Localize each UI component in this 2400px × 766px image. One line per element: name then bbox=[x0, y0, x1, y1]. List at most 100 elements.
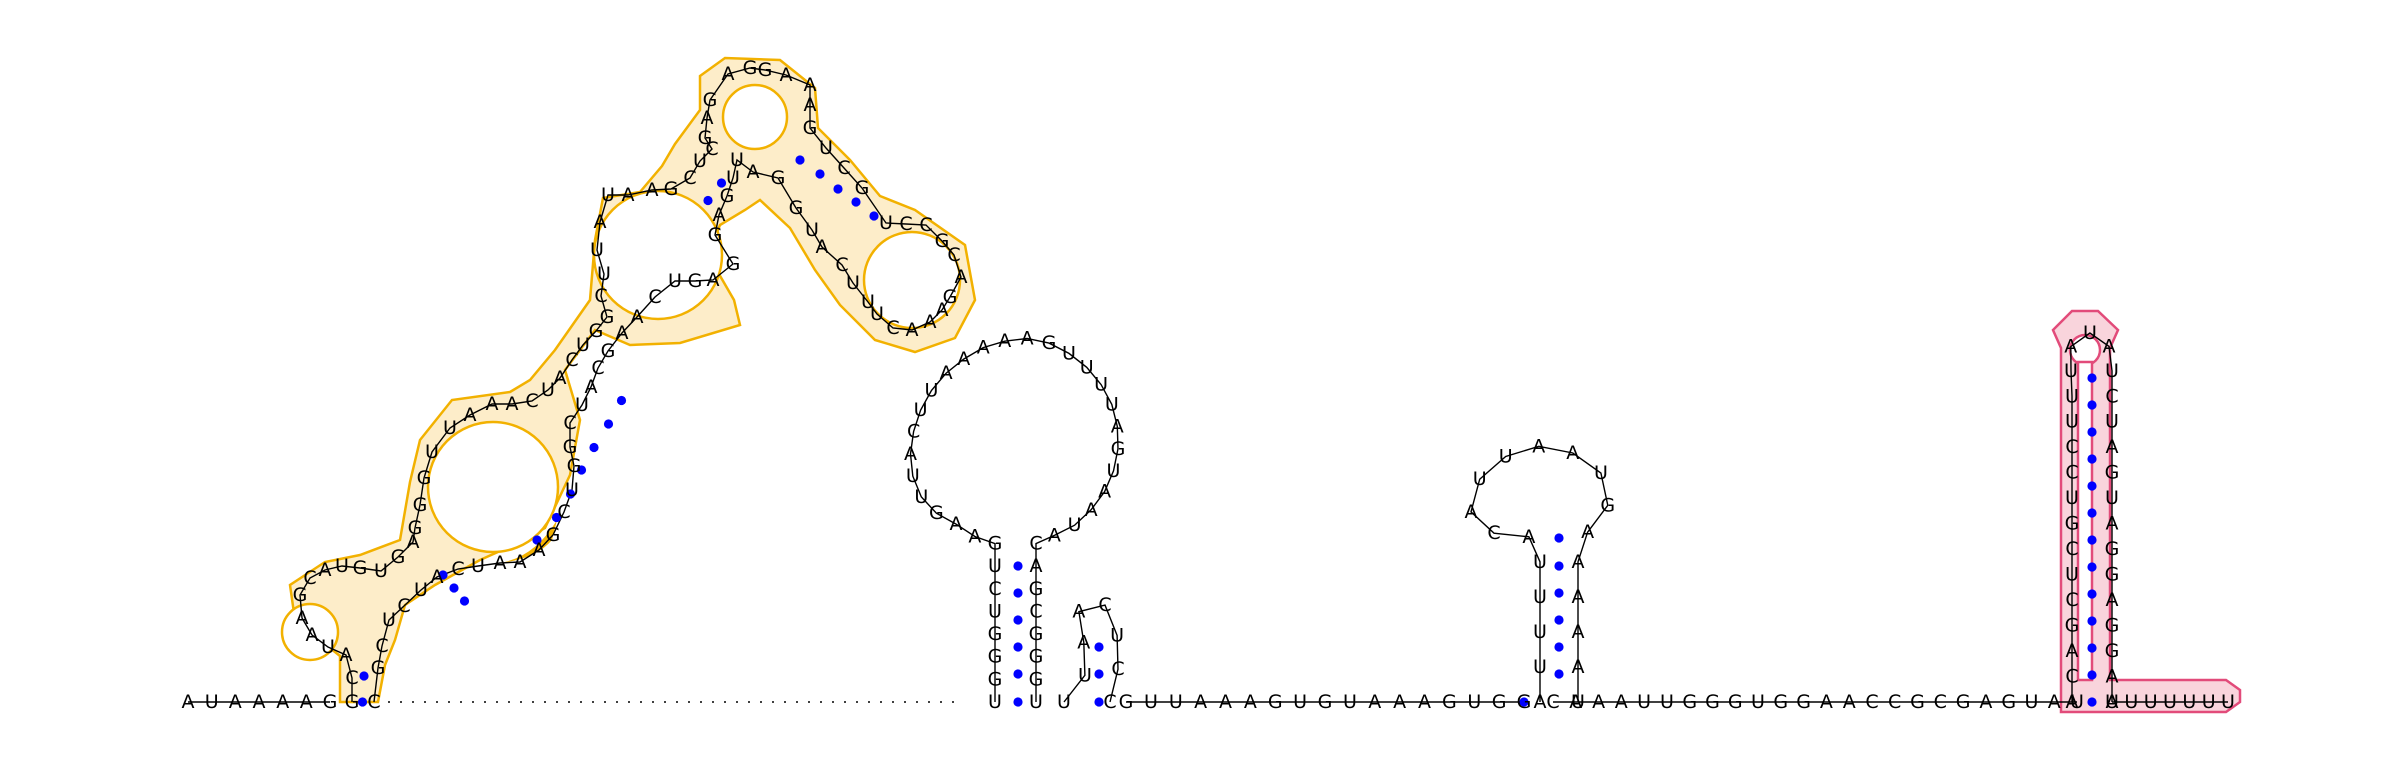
nucleotide: A bbox=[486, 393, 499, 415]
nucleotide: U bbox=[879, 212, 893, 234]
nucleotide: U bbox=[2182, 691, 2196, 713]
base-pair-dot bbox=[2087, 535, 2097, 545]
nucleotide: U bbox=[914, 486, 928, 508]
nucleotide: G bbox=[1111, 438, 1126, 460]
base-pair-dot bbox=[2087, 454, 2097, 464]
nucleotide: G bbox=[943, 286, 958, 308]
nucleotide: A bbox=[1111, 415, 1124, 437]
base-pair-dot bbox=[795, 155, 805, 165]
nucleotide: G bbox=[417, 467, 432, 489]
nucleotide: A bbox=[747, 161, 760, 183]
base-pair-dot bbox=[438, 570, 448, 580]
base-pair-dot bbox=[2087, 373, 2097, 383]
nucleotide: G bbox=[1517, 691, 1532, 713]
nucleotide: A bbox=[1569, 691, 1582, 713]
nucleotide: G bbox=[988, 533, 1003, 555]
nucleotide: G bbox=[1705, 691, 1720, 713]
nucleotide: A bbox=[1522, 526, 1535, 548]
nucleotide: U bbox=[2124, 691, 2138, 713]
nucleotide: A bbox=[1592, 691, 1605, 713]
base-pair-dot bbox=[716, 178, 727, 188]
nucleotide: G bbox=[1029, 668, 1044, 690]
nucleotide: C bbox=[563, 412, 576, 434]
nucleotide: A bbox=[506, 393, 519, 415]
nucleotide: C bbox=[2105, 385, 2118, 407]
nucleotide: U bbox=[693, 150, 707, 172]
nucleotide: C bbox=[1103, 691, 1116, 713]
nucleotide: G bbox=[988, 646, 1003, 668]
nucleotide: A bbox=[1368, 691, 1381, 713]
nucleotide: U bbox=[1660, 691, 1674, 713]
nucleotide: A bbox=[1979, 691, 1992, 713]
nucleotide: U bbox=[590, 239, 604, 261]
nucleotide: A bbox=[2066, 640, 2079, 662]
base-pair-dot bbox=[2087, 562, 2097, 572]
nucleotide: A bbox=[804, 94, 817, 116]
base-pair-dot bbox=[1013, 561, 1023, 571]
nucleotide: A bbox=[182, 691, 195, 713]
base-pair-dot bbox=[1013, 669, 1023, 679]
nucleotide: A bbox=[1820, 691, 1833, 713]
nucleotide: A bbox=[229, 691, 242, 713]
base-pair-dot bbox=[1554, 588, 1564, 598]
nucleotide: A bbox=[300, 691, 313, 713]
nucleotide: U bbox=[425, 441, 439, 463]
nucleotide: U bbox=[1057, 691, 1071, 713]
nucleotide: G bbox=[855, 177, 870, 199]
base-pair-dot bbox=[449, 583, 459, 593]
base-pair-dot bbox=[1554, 561, 1564, 571]
nucleotide: U bbox=[988, 691, 1002, 713]
nucleotide: A bbox=[622, 184, 635, 206]
nucleotide: C bbox=[397, 595, 410, 617]
nucleotide: A bbox=[594, 211, 607, 233]
base-pair-dot bbox=[1094, 697, 1104, 707]
nucleotide: G bbox=[1029, 623, 1044, 645]
nucleotide: C bbox=[899, 213, 912, 235]
nucleotide: A bbox=[968, 526, 981, 548]
nucleotide: U bbox=[2065, 411, 2079, 433]
nucleotide: G bbox=[371, 657, 386, 679]
nucleotide: A bbox=[631, 306, 644, 328]
nucleotide: C bbox=[1029, 601, 1042, 623]
nucleotide: C bbox=[1098, 594, 1111, 616]
nucleotide: C bbox=[1487, 522, 1500, 544]
nucleotide: G bbox=[1492, 691, 1507, 713]
nucleotide: A bbox=[1615, 691, 1628, 713]
nucleotide: A bbox=[950, 513, 963, 535]
base-pair-dot bbox=[2087, 400, 2097, 410]
nucleotide: U bbox=[2065, 487, 2079, 509]
nucleotide: A bbox=[1843, 691, 1856, 713]
nucleotide: G bbox=[353, 557, 368, 579]
nucleotide: G bbox=[803, 117, 818, 139]
base-pair-dot bbox=[1519, 697, 1529, 707]
nucleotide: A bbox=[1393, 691, 1406, 713]
hairpin-large-backbone bbox=[909, 337, 1119, 702]
nucleotide: U bbox=[2065, 385, 2079, 407]
nucleotide: U bbox=[2024, 691, 2038, 713]
nucleotide: G bbox=[1773, 691, 1788, 713]
nucleotide: C bbox=[2065, 462, 2078, 484]
nucleotide: G bbox=[698, 127, 713, 149]
base-pair-dot bbox=[357, 697, 368, 707]
base-pair-dot bbox=[1094, 642, 1104, 652]
nucleotide: A bbox=[904, 443, 917, 465]
nucleotide: U bbox=[1533, 551, 1547, 573]
nucleotide: A bbox=[2106, 589, 2119, 611]
base-pair-dot bbox=[1554, 669, 1564, 679]
nucleotide: U bbox=[914, 399, 928, 421]
nucleotide: C bbox=[1029, 533, 1042, 555]
nucleotide: U bbox=[597, 263, 611, 285]
nucleotide: U bbox=[1094, 374, 1108, 396]
nucleotide: U bbox=[846, 272, 860, 294]
nucleotide: U bbox=[870, 303, 884, 325]
nucleotide: G bbox=[1042, 332, 1057, 354]
nucleotide: A bbox=[906, 319, 919, 341]
nucleotide: U bbox=[819, 137, 833, 159]
nucleotide: C bbox=[1888, 691, 1901, 713]
nucleotide: A bbox=[1077, 631, 1090, 653]
nucleotide: U bbox=[1473, 468, 1487, 490]
nucleotide: G bbox=[1119, 691, 1134, 713]
nucleotide: U bbox=[335, 555, 349, 577]
nucleotide: G bbox=[708, 224, 723, 246]
nucleotide: C bbox=[835, 254, 848, 276]
